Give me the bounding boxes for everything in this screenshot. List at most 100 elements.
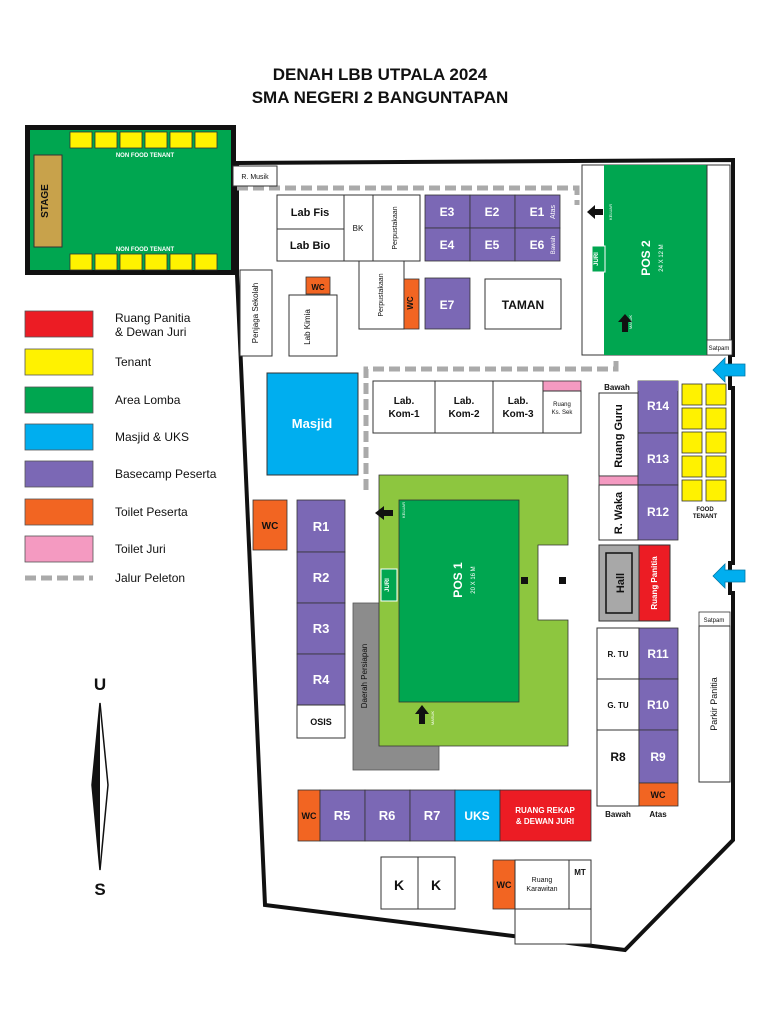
legend-label-peleton: Jalur Peleton: [115, 571, 185, 585]
masjid-label: Masjid: [292, 416, 333, 431]
basecamp-r-left: R1 R2 R3 R4 OSIS: [296, 499, 346, 739]
ruang-karawitan-label-b: Karawitan: [526, 886, 557, 893]
wc-r9: [638, 782, 679, 807]
toilet-juri-ks: [542, 380, 582, 392]
wc-perpus: [403, 278, 420, 330]
pos-1-area: JURI POS 1 20 X 16 M KELUAR MASUK: [375, 474, 569, 747]
e3-label: E3: [440, 205, 455, 219]
food-tenant-label-b: TENANT: [693, 514, 718, 520]
map-title-line2: SMA NEGERI 2 BANGUNTAPAN: [252, 88, 509, 107]
r2-label: R2: [313, 570, 330, 585]
perpustakaan-2-label: Perpustakaan: [378, 273, 385, 316]
r-tu-label: R. TU: [608, 650, 629, 659]
legend-label-lomba: Area Lomba: [115, 393, 181, 407]
non-food-tenant-bottom-row: [69, 253, 218, 271]
parkir-panitia-label: Parkir Panitia: [709, 677, 719, 731]
lab-kom-2-label-b: Kom-2: [448, 409, 480, 420]
mt-label: MT: [574, 868, 586, 877]
basecamp-e7: [424, 277, 471, 330]
k1-label: K: [394, 877, 404, 893]
guru-bawah-label: Bawah: [604, 383, 630, 392]
peleton-path: [237, 185, 619, 490]
ruang-rekap-label-a: RUANG REKAP: [515, 806, 575, 815]
kantin-2: [417, 856, 456, 910]
ruang-rekap: [499, 789, 592, 842]
e-atas-label: Atas: [550, 205, 557, 220]
wc-r9-label: WC: [651, 790, 666, 800]
r7-label: R7: [424, 808, 441, 823]
ruang-ks-label-b: Ks. Sek: [552, 410, 574, 416]
satpam-1-label: Satpam: [709, 346, 730, 352]
r6-label: R6: [379, 808, 396, 823]
wc-r1: [252, 499, 288, 551]
room-r-musik-label: R. Musik: [241, 174, 269, 181]
compass: U S: [91, 675, 109, 899]
lab-kom-3-label-b: Kom-3: [502, 409, 534, 420]
guru-block: Bawah Atas Ruang Guru R. Waka R14 R13 R1…: [598, 380, 679, 541]
bottom-row: WC R5 R6 R7 UKS RUANG REKAP & DEWAN JURI: [297, 789, 592, 842]
legend-label-panitia-1: Ruang Panitia: [115, 311, 191, 325]
parkir-panitia: [698, 625, 731, 783]
pos-1-keluar-arrow-icon: [375, 506, 393, 520]
pos-1-keluar-label: KELUAR: [401, 502, 406, 518]
legend-label-toilet-juri: Toilet Juri: [115, 542, 166, 556]
entrance-arrow-1-icon: [712, 357, 746, 383]
wc-r5-label: WC: [302, 811, 317, 821]
wc-karawitan-label: WC: [497, 880, 512, 890]
pos-2-area: JURI POS 2 24 X 12 M KELUAR MASUK Satpam: [581, 164, 733, 356]
non-food-tenant-bottom-label: NON FOOD TENANT: [116, 247, 175, 253]
uks: [454, 789, 501, 842]
pos-1-juri-label: JURI: [385, 578, 391, 592]
pos-2-label: POS 2: [639, 240, 653, 276]
legend-swatch-tenant: [24, 348, 94, 376]
pos-1-juri-box: [380, 568, 398, 602]
stage-label: STAGE: [40, 184, 51, 218]
ruang-ks-label-a: Ruang: [553, 402, 571, 408]
legend-label-panitia-2: & Dewan Juri: [115, 325, 186, 339]
r8-label: R8: [610, 750, 626, 764]
e-bawah-label: Bawah: [551, 236, 557, 254]
osis-label: OSIS: [310, 717, 332, 727]
r9-label: R9: [650, 750, 666, 764]
food-tenant-label-a: FOOD: [696, 507, 714, 513]
legend-swatch-toilet-juri: [24, 535, 94, 563]
ruang-rekap-label-b: & DEWAN JURI: [516, 817, 574, 826]
pos-1-masuk-arrow-icon: [415, 705, 429, 724]
karawitan-block: WC Ruang Karawitan MT: [492, 859, 592, 945]
stage: [33, 154, 63, 248]
non-food-tenant-top-row: [69, 131, 218, 149]
wc-r1-label: WC: [262, 521, 279, 532]
ruang-karawitan-label-a: Ruang: [532, 877, 553, 884]
toilet-juri-guru: [598, 475, 639, 486]
r1-label: R1: [313, 519, 330, 534]
ruang-panitia-label: Ruang Panitia: [650, 556, 659, 610]
lab-kom-3-label-a: Lab.: [508, 396, 529, 407]
daerah-persiapan-label: Daerah Persiapan: [360, 644, 369, 708]
wc-kimia: [305, 276, 331, 295]
stage-area: STAGE NON FOOD TENANT NON FOOD TENANT: [25, 125, 236, 275]
pos-2-keluar-label: KELUAR: [608, 204, 613, 220]
g-tu-label: G. TU: [607, 701, 629, 710]
room-perpustakaan-2: [358, 260, 405, 330]
pos-1-size-label: 20 X 16 M: [471, 566, 477, 593]
taman: [484, 278, 562, 330]
basecamp-e-block: E3 E2 E1 E4 E5 E6 Atas Bawah: [424, 194, 561, 262]
legend-swatch-panitia: [24, 310, 94, 338]
pos-2-size-label: 24 X 12 M: [659, 244, 665, 271]
legend-swatch-toilet-peserta: [24, 498, 94, 526]
uks-label: UKS: [464, 809, 489, 823]
lab-kom-1-label-b: Kom-1: [388, 409, 420, 420]
tu-block: R. TU G. TU R8 R11 R10 R9 WC Bawah Atas: [596, 627, 679, 819]
r14-label: R14: [647, 399, 669, 413]
lab-bio-label: Lab Bio: [290, 240, 331, 252]
pos-2-masuk-arrow-icon: [618, 314, 632, 332]
e4-label: E4: [440, 238, 455, 252]
legend: Ruang Panitia & Dewan Juri Tenant Area L…: [24, 310, 217, 585]
legend-swatch-basecamp: [24, 460, 94, 488]
legend-label-masjid: Masjid & UKS: [115, 430, 189, 444]
r4-label: R4: [313, 672, 330, 687]
lab-block: Lab Fis Lab Bio BK Perpustakaan: [276, 194, 421, 262]
map-title-line1: DENAH LBB UTPALA 2024: [273, 65, 488, 84]
r10-label: R10: [647, 698, 669, 712]
